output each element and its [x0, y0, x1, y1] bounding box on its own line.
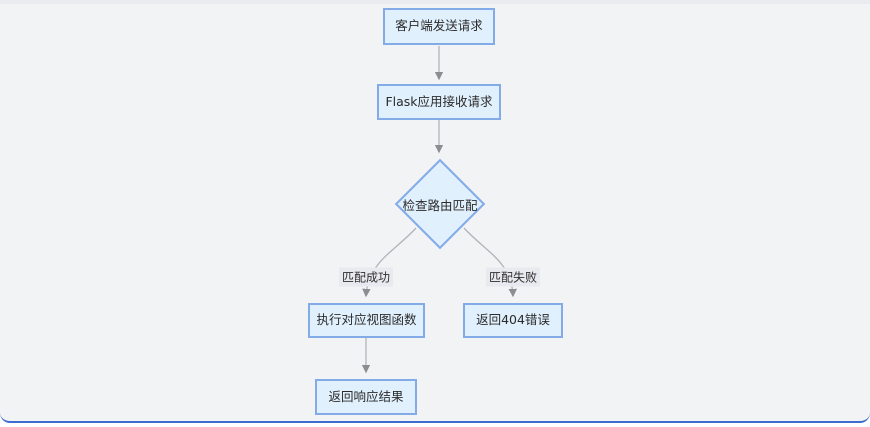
node-client: 客户端发送请求 — [383, 8, 495, 45]
node-response-label: 返回响应结果 — [328, 388, 404, 404]
node-route-check: 检查路由匹配 — [393, 158, 487, 250]
node-flask-app: Flask应用接收请求 — [377, 84, 501, 120]
node-route-check-label: 检查路由匹配 — [402, 197, 478, 213]
edge-label-match-success: 匹配成功 — [338, 267, 394, 287]
top-strip — [0, 0, 870, 4]
node-flask-app-label: Flask应用接收请求 — [385, 93, 493, 109]
node-response: 返回响应结果 — [315, 379, 417, 415]
edge-label-match-fail: 匹配失败 — [485, 267, 541, 287]
node-view-fn-label: 执行对应视图函数 — [316, 312, 417, 328]
node-error-404-label: 返回404错误 — [476, 312, 550, 328]
edge-label-match-fail-text: 匹配失败 — [488, 270, 538, 285]
node-error-404: 返回404错误 — [463, 303, 563, 338]
edge-label-match-success-text: 匹配成功 — [341, 270, 391, 285]
node-view-fn: 执行对应视图函数 — [308, 303, 425, 338]
node-client-label: 客户端发送请求 — [395, 18, 483, 34]
